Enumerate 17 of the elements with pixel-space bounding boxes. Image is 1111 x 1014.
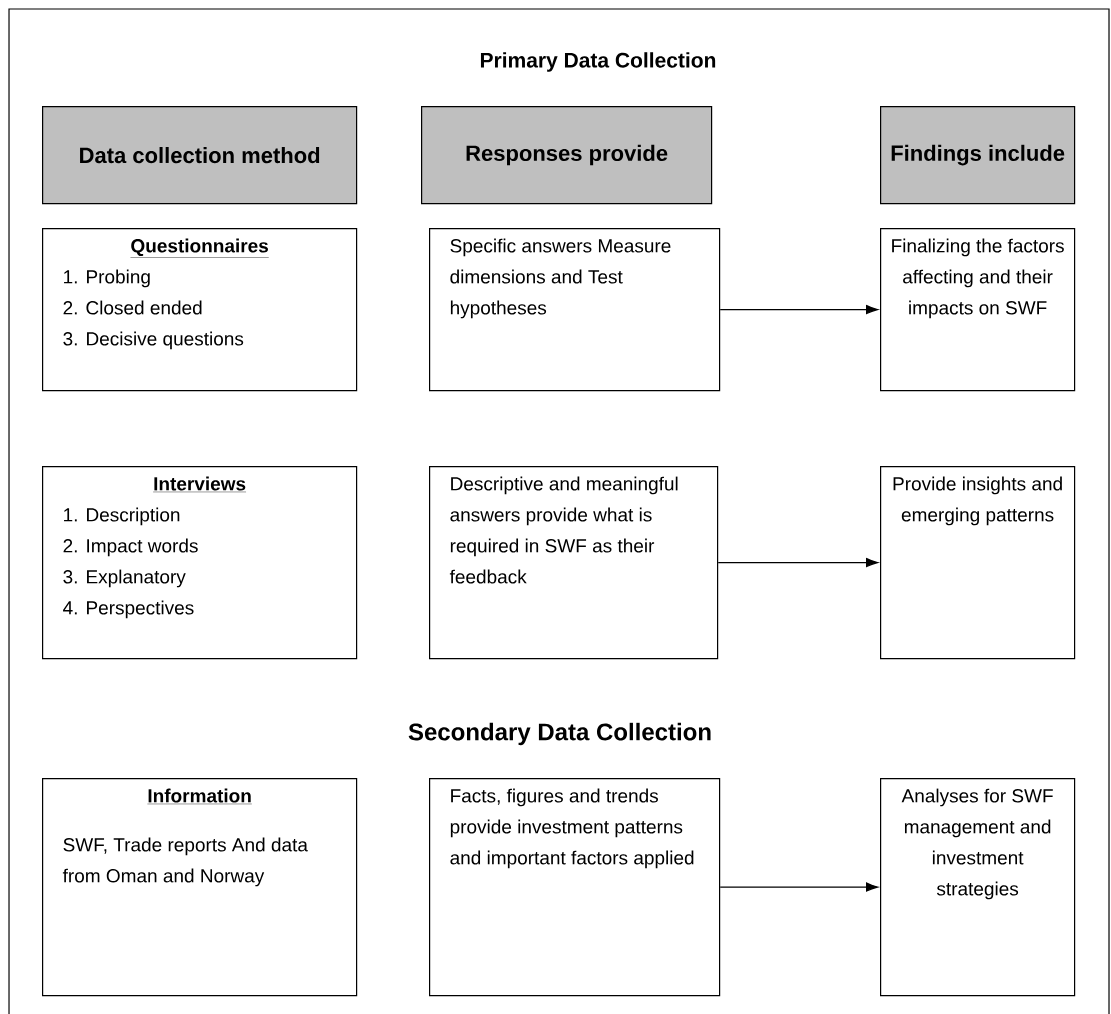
section-heading: Secondary Data Collection [408,722,711,746]
text-box: Facts, figures and trends provide investment patterns and important factors applied [429,778,721,997]
text-box: Specific answers Measure dimensions and Test hypotheses [429,228,721,392]
arrow [717,558,878,568]
arrow [719,882,878,892]
text-box: Descriptive and meaningful answers provide what is required in SWF as their feedback [429,466,719,660]
text-box: Provide insights and emerging patterns [880,466,1076,660]
header-box: Responses provide [421,106,713,205]
text-box: Finalizing the factors affecting and their impacts on SWF [880,228,1076,392]
text-box: Information SWF, Trade reports And data from Oman and Norway [42,778,358,997]
list-box: Questionnaires 1. Probing 2. Closed ended 3. Decisive questions [42,228,358,392]
header-box: Data collection method [42,106,358,205]
list-box: Interviews 1. Description 2. Impact words 3. Explanatory 4. Perspectives [42,466,358,660]
title: Primary Data Collection [480,52,716,72]
arrow [719,305,878,315]
header-box: Findings include [880,106,1076,205]
text-box: Analyses for SWF management and investment strategies [880,778,1076,997]
